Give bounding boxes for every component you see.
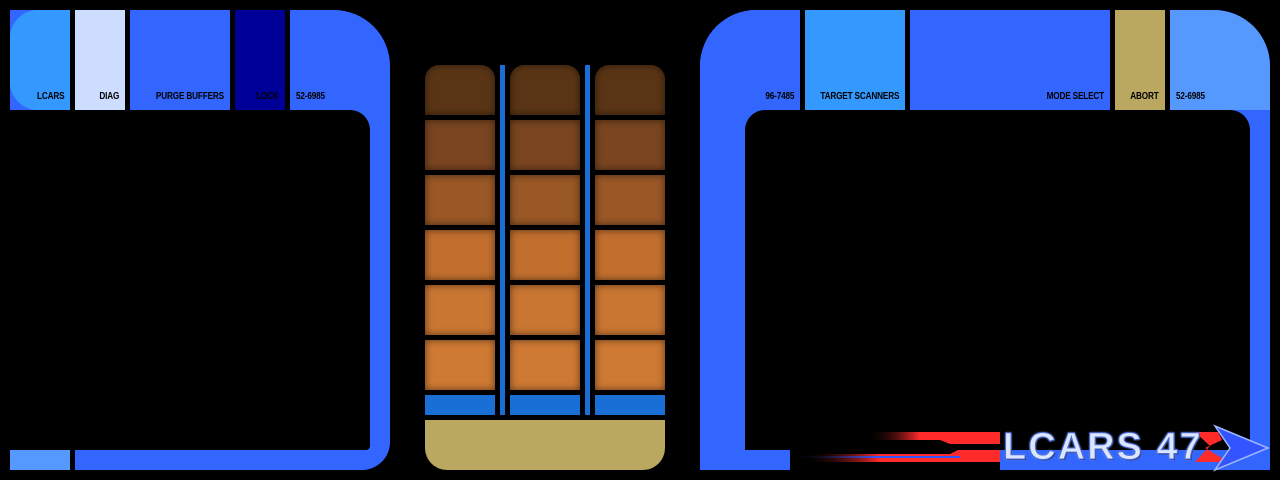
logo-arrow-icon — [1212, 424, 1270, 472]
grid-column-divider — [585, 65, 590, 415]
lcars-button[interactable]: LCARS — [10, 10, 70, 110]
grid-blue-button[interactable] — [595, 395, 665, 415]
left-divider — [125, 10, 130, 110]
purge-buffers-button[interactable]: PURGE BUFFERS — [130, 10, 230, 110]
right-code-button-a-label: 96-7485 — [765, 91, 794, 102]
logo-swoosh-graphic — [790, 424, 1270, 472]
grid-button[interactable] — [425, 285, 495, 335]
right-code-button-a[interactable]: 96-7485 — [700, 10, 800, 110]
grid-button[interactable] — [510, 120, 580, 170]
grid-blue-button[interactable] — [425, 395, 495, 415]
center-button-grid — [425, 65, 665, 415]
grid-button[interactable] — [510, 340, 580, 390]
grid-button[interactable] — [425, 175, 495, 225]
left-display-area — [10, 110, 370, 450]
grid-button[interactable] — [425, 120, 495, 170]
lock-button-label: LOCK — [256, 91, 279, 102]
left-divider — [230, 10, 235, 110]
logo-red-stripe-top — [866, 432, 1000, 444]
lcars-button-label: LCARS — [36, 91, 65, 102]
left-bottom-divider — [70, 450, 75, 470]
target-scanners-button-label: TARGET SCANNERS — [820, 91, 899, 102]
center-bottom-bar[interactable] — [425, 420, 665, 470]
right-code-button-b[interactable]: 52-6985 — [1170, 10, 1270, 110]
grid-button[interactable] — [595, 285, 665, 335]
grid-column-divider — [500, 65, 505, 415]
purge-buffers-button-label: PURGE BUFFERS — [155, 91, 224, 102]
right-divider — [800, 10, 805, 110]
grid-button[interactable] — [425, 340, 495, 390]
left-divider — [70, 10, 75, 110]
left-bottom-cap[interactable] — [10, 450, 70, 470]
grid-button[interactable] — [510, 230, 580, 280]
grid-button[interactable] — [510, 65, 580, 115]
target-scanners-button[interactable]: TARGET SCANNERS — [805, 10, 905, 110]
left-code-button[interactable]: 52-6985 — [290, 10, 340, 110]
mode-select-button-label: MODE SELECT — [1046, 91, 1105, 102]
abort-button[interactable]: ABORT — [1115, 10, 1165, 110]
logo-red-arrow — [1195, 432, 1222, 462]
grid-button[interactable] — [595, 65, 665, 115]
grid-button[interactable] — [510, 175, 580, 225]
grid-button[interactable] — [595, 175, 665, 225]
grid-button[interactable] — [510, 285, 580, 335]
right-divider — [905, 10, 910, 110]
grid-button[interactable] — [595, 230, 665, 280]
diag-button-label: DIAG — [99, 91, 119, 102]
lcars-logo: LCARS 47 — [790, 418, 1280, 480]
right-divider — [1165, 10, 1170, 110]
left-code-button-label: 52-6985 — [296, 91, 325, 102]
logo-text: LCARS 47 — [1003, 426, 1203, 469]
grid-button[interactable] — [595, 120, 665, 170]
diag-button[interactable]: DIAG — [75, 10, 125, 110]
abort-button-label: ABORT — [1130, 91, 1160, 102]
mode-select-button[interactable]: MODE SELECT — [910, 10, 1110, 110]
lock-button[interactable]: LOCK — [235, 10, 285, 110]
right-code-button-b-label: 52-6985 — [1176, 91, 1205, 102]
grid-button[interactable] — [425, 65, 495, 115]
grid-blue-button[interactable] — [510, 395, 580, 415]
right-display-area — [745, 110, 1250, 450]
left-divider — [285, 10, 290, 110]
grid-button[interactable] — [595, 340, 665, 390]
right-divider — [1110, 10, 1115, 110]
grid-button[interactable] — [425, 230, 495, 280]
logo-blue-stripe — [790, 456, 960, 458]
